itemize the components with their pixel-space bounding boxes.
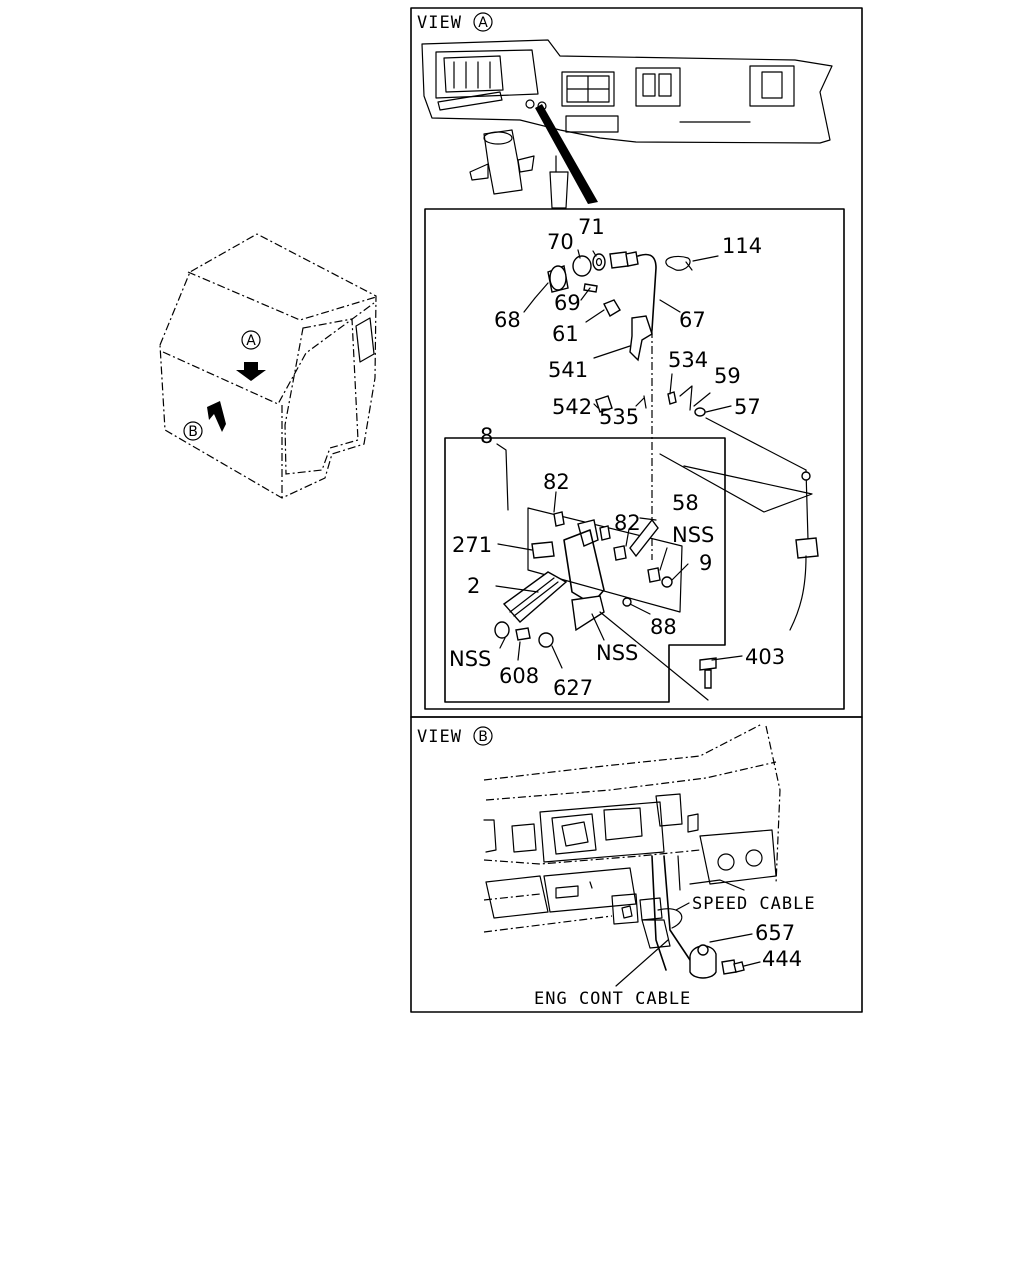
label-59: 59 [714,364,741,388]
cables [641,855,691,971]
label-88: 88 [650,615,677,639]
cab-marker-a: A [246,333,256,349]
view-a-title: VIEW [417,13,462,33]
label-61: 61 [552,322,579,346]
view-b-marker-circle [183,421,203,441]
leader-lines-b [615,902,761,987]
leader-lines-a [495,249,743,669]
label-541: 541 [548,358,588,382]
label-2: 2 [467,574,480,598]
label-82-top: 82 [543,470,570,494]
label-8: 8 [480,424,493,448]
parts-group-top [547,251,706,560]
labels-view-a: 114 71 70 69 68 61 67 541 534 59 542 535… [449,215,785,700]
label-444: 444 [762,947,802,971]
label-608: 608 [499,664,539,688]
label-58: 58 [672,491,699,515]
view-a-arrow-icon [236,362,266,381]
label-657: 657 [755,921,795,945]
view-b-marker: B [478,729,488,745]
label-114: 114 [722,234,762,258]
labels-view-b: SPEED CABLE 657 444 ENG CONT CABLE [534,894,816,1009]
label-82-mid: 82 [614,511,641,535]
label-70: 70 [547,230,574,254]
clip-and-bolt [689,944,745,979]
view-a-marker-circle [241,330,261,350]
steering-column-sketch [469,129,569,209]
cab-overview: A B [159,233,377,499]
view-a-marker: A [478,15,488,31]
bolt-403 [699,657,717,689]
label-69: 69 [554,291,581,315]
label-627: 627 [553,676,593,700]
cab-marker-b: B [188,424,198,440]
label-403: 403 [745,645,785,669]
label-542: 542 [552,395,592,419]
label-68: 68 [494,308,521,332]
linkage-lines [659,417,819,631]
pedal-assembly-box [444,437,726,703]
label-nss-bottom: NSS [596,641,638,665]
label-nss-left: NSS [449,647,491,671]
label-71: 71 [578,215,605,239]
callout-eng-cont-cable: ENG CONT CABLE [534,989,691,1009]
underdash-sketch [483,723,781,933]
label-534: 534 [668,348,708,372]
view-b-arrow-icon [207,401,226,432]
label-67: 67 [679,308,706,332]
view-b-frame [410,716,863,1013]
view-a-frame [410,7,863,718]
label-535: 535 [599,405,639,429]
label-nss-right: NSS [672,523,714,547]
label-57: 57 [734,395,761,419]
dashboard-sketch [421,39,833,144]
callout-speed-cable: SPEED CABLE [692,894,816,914]
pedal-assembly [494,507,709,701]
detail-leader-wedge [535,104,598,204]
detail-box [424,208,845,710]
view-b-title: VIEW [417,727,462,747]
label-271: 271 [452,533,492,557]
label-9: 9 [699,551,712,575]
